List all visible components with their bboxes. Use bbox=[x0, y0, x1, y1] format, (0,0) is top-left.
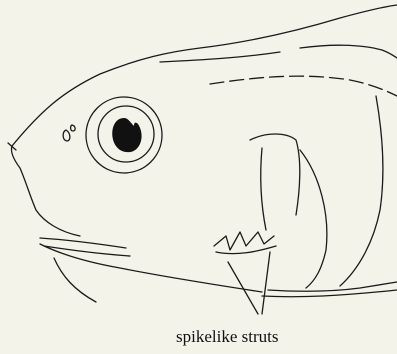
chin-outline bbox=[54, 258, 96, 302]
leader-line-right bbox=[262, 252, 270, 314]
preopercle-line bbox=[261, 148, 266, 230]
cheek-ridge bbox=[250, 134, 300, 215]
dashed-scale-line bbox=[210, 76, 397, 96]
snout-outline bbox=[11, 146, 80, 236]
opercle-inner bbox=[300, 150, 327, 288]
head-dorsal-ridge bbox=[160, 45, 397, 62]
spikelike-struts bbox=[214, 232, 276, 254]
head-dorsal-outline bbox=[12, 5, 397, 146]
pupil-icon bbox=[112, 118, 141, 152]
upper-jaw bbox=[40, 238, 126, 248]
opercle-outline bbox=[340, 96, 383, 286]
nostril-front bbox=[63, 130, 70, 141]
nostril-rear bbox=[71, 125, 76, 131]
gill-cover-lower bbox=[268, 282, 397, 291]
struts-label: spikelike struts bbox=[176, 327, 278, 347]
